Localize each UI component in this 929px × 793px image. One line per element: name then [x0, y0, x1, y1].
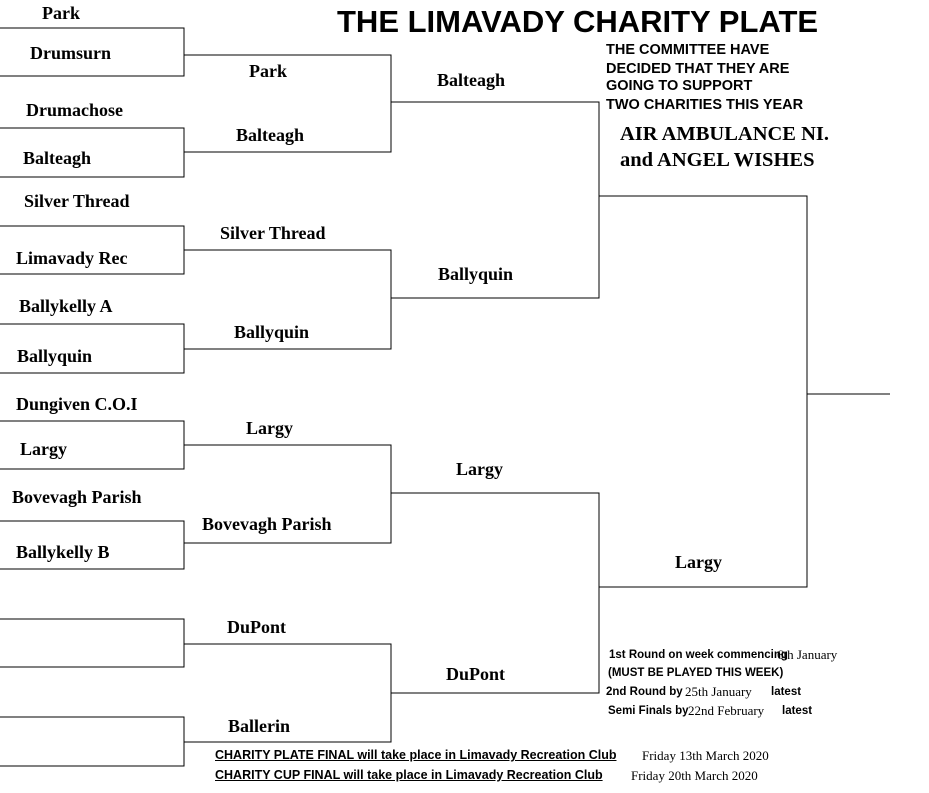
schedule-round1-date: 6th January: [777, 647, 838, 662]
cup-final-date: Friday 20th March 2020: [631, 768, 758, 783]
qf-group-2-connector: [391, 492, 600, 694]
schedule-round2-suffix: latest: [771, 686, 802, 698]
r1-team-4: Balteagh: [23, 148, 92, 168]
schedule-round1-label: 1st Round on week commencing: [609, 649, 788, 661]
qf-group-1-connector: [391, 101, 600, 299]
r1-team-2: Drumsurn: [30, 43, 112, 63]
qf-team-1: Balteagh: [437, 70, 506, 90]
committee-note-line-4: TWO CHARITIES THIS YEAR: [606, 97, 804, 113]
r1-pair-1-connector: [0, 27, 185, 77]
r1-team-5: Silver Thread: [24, 191, 130, 211]
qf-team-4: DuPont: [446, 664, 506, 684]
committee-note-line-2: DECIDED THAT THEY ARE: [606, 61, 790, 77]
r2-team-7: DuPont: [227, 617, 287, 637]
schedule-round2-label: 2nd Round by: [606, 686, 683, 698]
schedule-round2-date: 25th January: [685, 684, 752, 699]
r1-team-9: Dungiven C.O.I: [16, 394, 138, 414]
cup-final-info: CHARITY CUP FINAL will take place in Lim…: [215, 768, 603, 782]
r1-team-6: Limavady Rec: [16, 248, 128, 268]
r2-group-1-connector: [184, 54, 392, 153]
r2-group-2-connector: [184, 249, 392, 350]
r1-team-8: Ballyquin: [17, 346, 93, 366]
qf-team-3: Largy: [456, 459, 503, 479]
sf-connector: [599, 195, 808, 588]
plate-final-info: CHARITY PLATE FINAL will take place in L…: [215, 748, 617, 762]
sf-team-2: Largy: [675, 552, 722, 572]
committee-note-line-1: THE COMMITTEE HAVE: [606, 42, 770, 58]
r1-pair-6-connector: [0, 520, 185, 570]
schedule-semis-date: 22nd February: [688, 703, 765, 718]
r1-team-7: Ballykelly A: [19, 296, 113, 316]
r1-pair-8-connector: [0, 716, 185, 767]
charity-name-2: and ANGEL WISHES: [620, 149, 815, 171]
r2-team-8: Ballerin: [228, 716, 290, 736]
r1-pair-7-connector: [0, 618, 185, 668]
r1-team-10: Largy: [20, 439, 67, 459]
committee-note-line-3: GOING TO SUPPORT: [606, 78, 753, 94]
r2-team-3: Silver Thread: [220, 223, 326, 243]
r1-team-12: Ballykelly B: [16, 542, 110, 562]
r1-team-1: Park: [42, 3, 80, 23]
r2-team-1: Park: [249, 61, 287, 81]
plate-final-date: Friday 13th March 2020: [642, 748, 769, 763]
r1-team-11: Bovevagh Parish: [12, 487, 142, 507]
schedule-semis-label: Semi Finals by: [608, 705, 689, 717]
r2-group-3-connector: [184, 444, 392, 544]
r2-team-2: Balteagh: [236, 125, 305, 145]
page-title: THE LIMAVADY CHARITY PLATE: [337, 4, 819, 39]
schedule-round1-note: (MUST BE PLAYED THIS WEEK): [608, 667, 784, 679]
schedule-semis-suffix: latest: [782, 705, 813, 717]
charity-name-1: AIR AMBULANCE NI.: [620, 123, 830, 145]
qf-team-2: Ballyquin: [438, 264, 514, 284]
r2-team-4: Ballyquin: [234, 322, 310, 342]
r1-team-3: Drumachose: [26, 100, 123, 120]
r2-team-6: Bovevagh Parish: [202, 514, 332, 534]
r2-team-5: Largy: [246, 418, 293, 438]
